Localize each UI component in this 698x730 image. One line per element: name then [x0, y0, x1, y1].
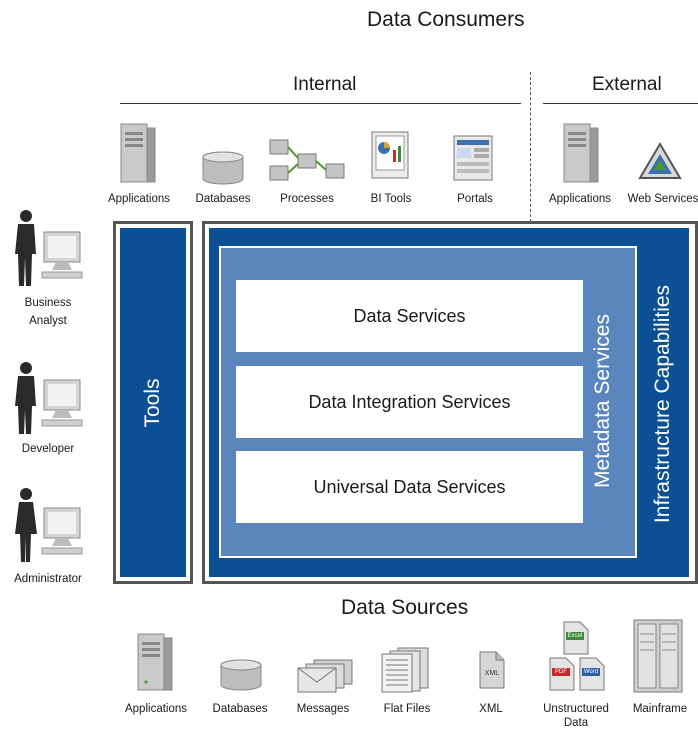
processes-icon: [269, 139, 345, 181]
pdf-badge: PDF: [555, 669, 567, 675]
web-services-icon: [638, 142, 682, 179]
portal-icon: [453, 135, 493, 181]
server-icon: [120, 123, 156, 183]
tools-panel: [120, 228, 186, 577]
consumer-label-web-services: Web Services: [627, 193, 698, 205]
consumer-label-applications: Applications: [107, 193, 171, 205]
metadata-services-label: Metadata Services: [591, 314, 614, 488]
administrator-icon: [15, 488, 83, 562]
user-label-business-analyst-line2: Analyst: [29, 315, 67, 327]
source-label-databases: Databases: [212, 703, 268, 715]
word-badge: Word: [583, 669, 599, 675]
infrastructure-capabilities-label: Infrastructure Capabilities: [651, 284, 674, 524]
source-label-messages: Messages: [296, 703, 350, 715]
business-analyst-icon: [15, 210, 83, 286]
internal-external-separator: [530, 72, 531, 222]
consumer-label-bi-tools: BI Tools: [370, 193, 412, 205]
source-label-xml: XML: [479, 703, 503, 715]
flat-files-icon: [381, 647, 429, 693]
bi-tools-icon: [371, 131, 409, 179]
developer-icon: [15, 362, 83, 434]
consumer-label-external-applications: Applications: [548, 193, 612, 205]
data-integration-services-box: Data Integration Services: [236, 366, 583, 438]
source-label-unstructured-line1: Unstructured: [543, 703, 609, 715]
server-icon: [137, 633, 173, 691]
database-icon: [202, 151, 244, 185]
mainframe-icon: [633, 619, 683, 693]
database-icon: [220, 659, 262, 691]
source-label-flat-files: Flat Files: [383, 703, 431, 715]
source-label-unstructured-line2: Data: [563, 717, 589, 729]
user-label-developer: Developer: [21, 443, 75, 455]
internal-divider-line: [120, 103, 521, 104]
consumer-label-databases: Databases: [195, 193, 251, 205]
word-doc-icon: [579, 657, 605, 691]
data-services-box: Data Services: [236, 280, 583, 352]
sources-title: Data Sources: [341, 596, 469, 619]
consumers-title: Data Consumers: [367, 8, 525, 31]
pdf-doc-icon: [549, 657, 575, 691]
server-icon: [563, 123, 599, 183]
source-label-mainframe: Mainframe: [632, 703, 688, 715]
source-label-applications: Applications: [124, 703, 188, 715]
universal-data-services-box: Universal Data Services: [236, 451, 583, 523]
xml-icon: [479, 651, 505, 689]
consumer-label-processes: Processes: [280, 193, 334, 205]
excel-doc-icon: [563, 621, 589, 655]
xml-badge: XML: [484, 670, 500, 677]
consumer-label-portals: Portals: [457, 193, 493, 205]
user-label-administrator: Administrator: [14, 573, 82, 585]
external-label: External: [592, 74, 662, 95]
external-divider-line: [543, 103, 698, 104]
tools-label: Tools: [141, 378, 164, 428]
internal-label: Internal: [293, 74, 357, 95]
messages-icon: [297, 659, 353, 693]
excel-badge: Excel: [567, 633, 583, 639]
user-label-business-analyst-line1: Business: [24, 297, 72, 309]
